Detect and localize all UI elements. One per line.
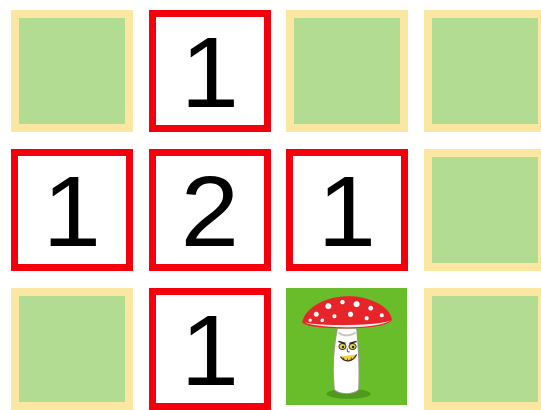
hidden-tile[interactable] (11, 288, 133, 410)
hidden-tile[interactable] (424, 149, 541, 271)
adjacent-count: 1 (43, 158, 101, 262)
revealed-tile: 2 (149, 149, 271, 271)
hidden-tile[interactable] (424, 288, 541, 410)
adjacent-count: 1 (181, 19, 239, 123)
adjacent-count: 1 (181, 297, 239, 401)
revealed-tile: 1 (149, 288, 271, 410)
mushroom-icon (286, 288, 408, 410)
revealed-tile: 1 (286, 149, 408, 271)
hidden-tile[interactable] (286, 10, 408, 132)
adjacent-count: 1 (318, 158, 376, 262)
revealed-tile: 1 (149, 10, 271, 132)
mine-tile (286, 288, 407, 405)
hidden-tile[interactable] (424, 10, 541, 132)
hidden-tile[interactable] (11, 10, 133, 132)
adjacent-count: 2 (181, 158, 239, 262)
revealed-tile: 1 (11, 149, 133, 271)
